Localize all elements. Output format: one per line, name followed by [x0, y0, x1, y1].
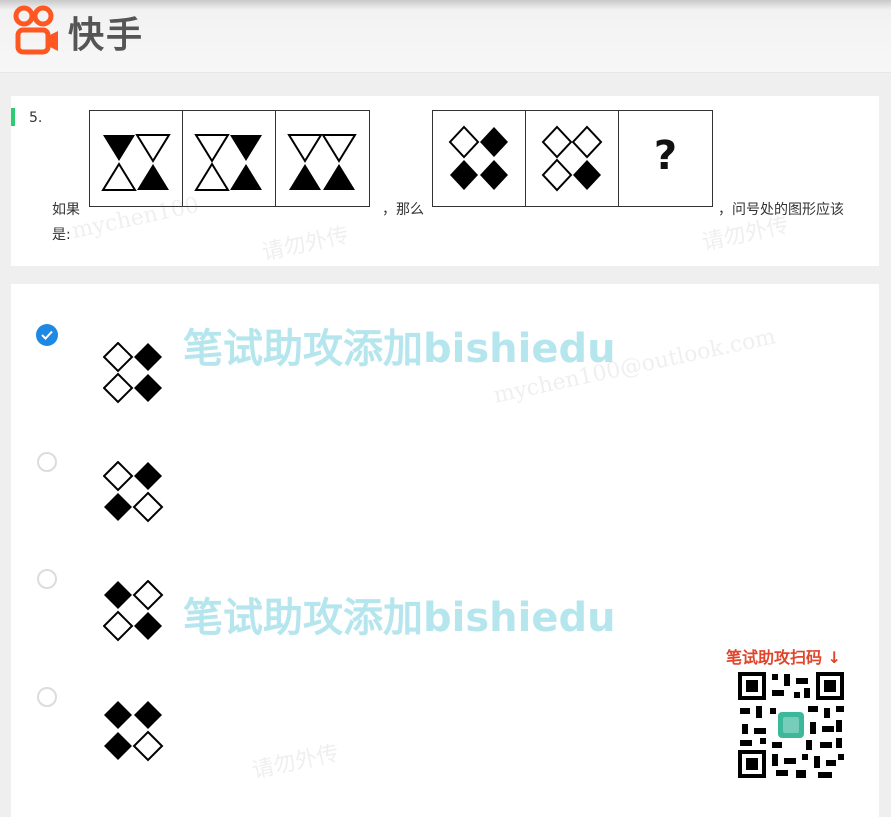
- top-bar: 快手: [0, 0, 891, 73]
- option-b-figure[interactable]: [103, 461, 165, 523]
- option-d-radio[interactable]: [37, 687, 57, 707]
- diamond-cell-2: [526, 111, 619, 206]
- question-mark: ?: [653, 133, 678, 179]
- faint-watermark-3: 请勿外传: [699, 213, 792, 256]
- app-logo-text: 快手: [68, 15, 145, 56]
- question-middle: ，那么: [382, 202, 424, 218]
- question-prefix: 如果: [52, 202, 80, 218]
- options-card: mychen100@outlook.com 请勿外传: [11, 284, 879, 817]
- watermark-text-2: 笔试助攻添加bishiedu: [183, 595, 616, 641]
- triangle-sequence: [89, 110, 370, 207]
- diamond-cell-1: [433, 111, 526, 206]
- option-a-selected-check-icon[interactable]: [36, 324, 58, 346]
- question-suffix-line2: 是:: [52, 227, 71, 243]
- qr-code-icon[interactable]: [736, 670, 846, 780]
- triangle-cell-1: [90, 111, 183, 206]
- faint-watermark-5: 请勿外传: [249, 741, 342, 784]
- watermark-text-1: 笔试助攻添加bishiedu: [183, 326, 616, 372]
- option-c-figure[interactable]: [103, 580, 165, 642]
- diamond-sequence: ?: [432, 110, 713, 207]
- question-suffix: ，问号处的图形应该: [718, 202, 844, 218]
- faint-watermark-2: 请勿外传: [259, 223, 352, 266]
- unknown-cell: ?: [619, 111, 712, 206]
- kuaishou-logo-icon: [13, 5, 58, 55]
- option-b-radio[interactable]: [37, 452, 57, 472]
- triangle-cell-3: [276, 111, 369, 206]
- option-d-figure[interactable]: [103, 700, 165, 762]
- question-accent-bar: [11, 108, 15, 126]
- option-a-figure[interactable]: [103, 342, 165, 404]
- option-c-radio[interactable]: [37, 569, 57, 589]
- question-card: 5. 如果: [11, 96, 879, 266]
- question-number: 5.: [29, 110, 43, 126]
- promo-label: 笔试助攻扫码 ↓: [726, 648, 841, 667]
- triangle-cell-2: [183, 111, 276, 206]
